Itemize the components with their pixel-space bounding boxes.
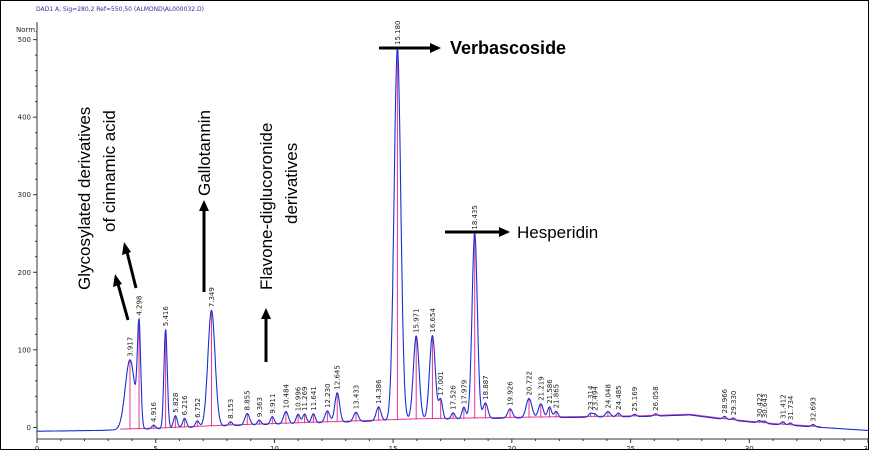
peak-label: 10.484 [282,383,290,408]
annotation-arrow [116,283,130,321]
annotation-arrowhead [113,274,122,287]
x-tick-label: 20 [507,445,516,450]
annotation-arrowhead [430,43,441,53]
y-tick-label: 400 [18,114,31,122]
peak-label: 7.349 [208,287,216,307]
peak-label: 24.048 [605,384,613,409]
annotation-flavone-line1: Flavone-diglucoronide [257,123,276,290]
peak-label: 21.865 [553,384,561,409]
annotation-hesperidin: Hesperidin [445,223,598,242]
x-tick-label: 35 [864,445,869,450]
peak-label: 30.643 [761,394,769,419]
annotation-verbascoside-label: Verbascoside [450,38,566,58]
annotation-verbascoside: Verbascoside [379,38,566,58]
peak-label: 15.971 [413,308,421,333]
peak-label: 12.230 [324,383,332,408]
peak-label: 9.363 [256,397,264,417]
peak-label: 3.917 [126,337,134,357]
peak-label: 5.828 [172,393,180,413]
annotation-glycosylated-cinnamic: Glycosylated derivatives of cinnamic aci… [75,107,138,321]
peak-label: 28.966 [721,388,729,413]
y-tick-label: 500 [18,36,31,44]
annotation-arrowhead [261,308,271,319]
peak-label: 20.722 [525,371,533,396]
peak-label: 32.693 [810,397,818,422]
y-tick-label: 0 [27,424,31,432]
annotation-arrow-2 [125,251,138,289]
peak-label: 17.526 [450,385,458,410]
peak-label: 8.153 [227,399,235,419]
peak-label: 31.412 [779,394,787,419]
axes: 0 100 200 300 400 500 0 5 10 15 20 25 30 35 [18,22,869,450]
peak-label: 9.911 [269,394,277,414]
peak-label: 31.734 [787,395,795,420]
peak-label: 25.169 [631,387,639,412]
annotation-gallotannin: Gallotannin [195,110,214,292]
peak-label: 23.494 [591,386,599,411]
annotation-flavone-line2: derivatives [282,143,301,224]
peak-label: 21.219 [537,376,545,401]
chromatogram-trace-group [37,47,869,432]
peak-label: 15.180 [394,20,402,45]
annotation-gallotannin-label: Gallotannin [195,110,214,196]
y-tick-label: 200 [18,269,31,277]
peak-label: 23.314 [587,385,595,410]
y-tick-label: 100 [18,346,31,354]
x-tick-label: 30 [745,445,754,450]
peak-label: 6.752 [194,398,202,418]
peak-label: 12.645 [334,365,342,390]
annotation-flavone-diglucoronide: Flavone-diglucoronide derivatives [257,123,301,362]
peak-label: 4.916 [150,401,158,422]
peak-label: 11.641 [310,386,318,411]
integration-markers [120,48,821,430]
annotation-arrowhead [499,227,510,237]
peak-label: 30.422 [756,393,764,418]
peak-label: 10.996 [295,386,303,411]
x-tick-label: 5 [153,445,157,450]
annotation-glycosylated-line1: Glycosylated derivatives [75,107,94,290]
peak-label: 26.058 [652,386,660,411]
peak-label: 6.216 [181,395,189,416]
peak-label: 5.416 [162,306,170,327]
peak-label: 17.001 [437,371,445,396]
peak-label: 17.979 [460,380,468,405]
chromatogram-trace [37,47,869,432]
peak-label: 19.926 [507,381,515,406]
x-tick-label: 0 [35,445,39,450]
annotation-glycosylated-line2: of cinnamic acid [100,110,119,232]
peak-label: 8.855 [244,390,252,410]
peak-label: 4.298 [136,296,144,316]
chromatogram-header: DAD1 A, Sig=280,2 Ref=550,50 (ALMOND\AL0… [36,6,204,13]
peak-label: 18.887 [482,375,490,400]
peak-label: 14.386 [375,379,383,404]
integration-baseline [120,413,821,430]
x-tick-label: 10 [270,445,279,450]
x-tick-label: 25 [626,445,635,450]
peak-label: 24.485 [615,385,623,410]
y-axis-label: Norm. [16,26,37,34]
peak-label: 21.586 [546,379,554,404]
peak-label: 11.269 [301,386,309,411]
y-tick-label: 300 [18,191,31,199]
annotation-arrowhead-2 [122,242,131,255]
annotation-arrowhead [199,200,209,211]
peak-label: 29.330 [730,391,738,416]
annotation-hesperidin-label: Hesperidin [517,223,598,242]
peak-label: 16.654 [429,308,437,333]
peak-label: 13.433 [352,385,360,410]
peak-label: 18.435 [471,205,479,230]
x-tick-label: 15 [389,445,398,450]
